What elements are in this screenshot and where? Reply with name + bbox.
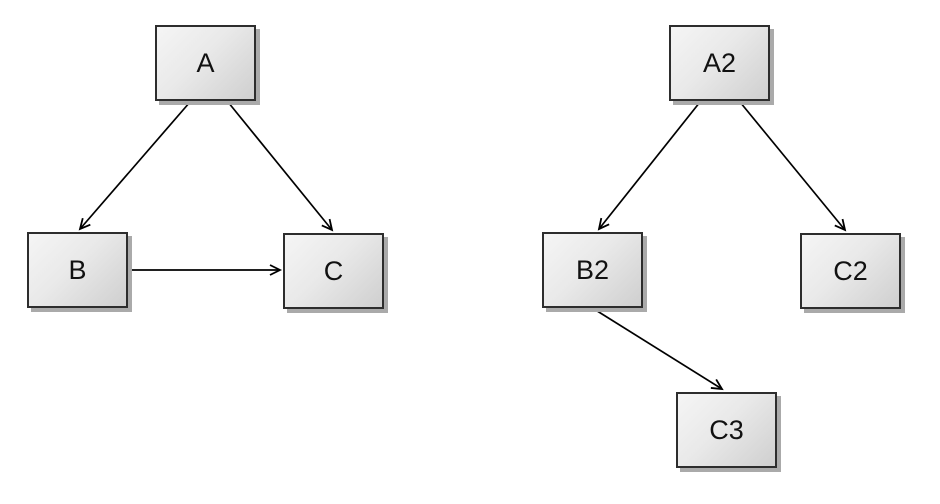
node-B-label: B: [68, 254, 87, 285]
node-C3-label: C3: [709, 414, 744, 445]
node-C-label: C: [323, 255, 344, 286]
edge-B2-C3[interactable]: [593, 308, 724, 391]
edge-A-C[interactable]: [227, 101, 334, 232]
edge-A2-B2[interactable]: [597, 101, 701, 231]
node-C2-label: C2: [833, 255, 868, 286]
node-B2-label: B2: [575, 254, 610, 285]
node-C3[interactable]: C3: [676, 392, 777, 468]
node-B2[interactable]: B2: [542, 232, 643, 308]
edge-A-B[interactable]: [78, 101, 191, 231]
node-A[interactable]: A: [155, 25, 256, 101]
node-C2[interactable]: C2: [800, 233, 901, 309]
node-A-label: A: [196, 47, 215, 78]
edge-A2-C2[interactable]: [739, 101, 847, 232]
node-B[interactable]: B: [27, 232, 128, 308]
node-A2[interactable]: A2: [669, 25, 770, 101]
node-C[interactable]: C: [283, 233, 384, 309]
node-A2-label: A2: [702, 47, 737, 78]
